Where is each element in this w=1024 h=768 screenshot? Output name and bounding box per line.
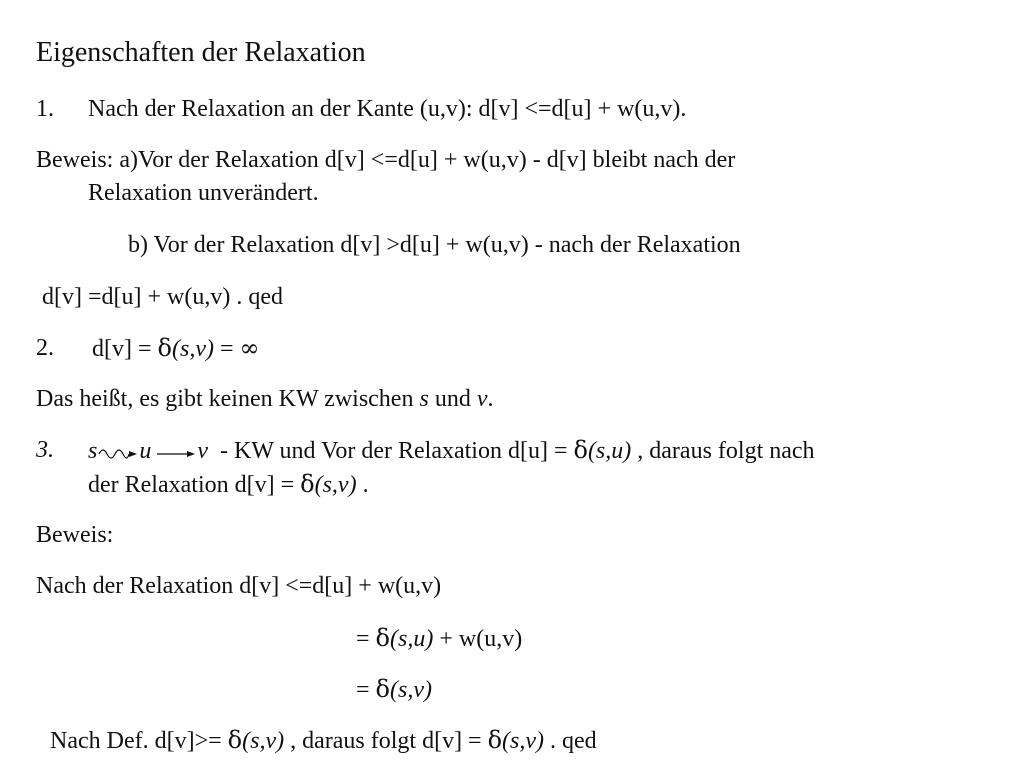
item-3-line-2: der Relaxation d[v] = δ(s,v) . bbox=[88, 470, 369, 499]
item-3-line-2-suffix: . bbox=[356, 472, 369, 498]
item-2-eq: = bbox=[213, 336, 240, 362]
conclusion-delta-1: δ bbox=[227, 726, 243, 754]
derivation-line-2-args: (s,u) bbox=[390, 626, 434, 652]
proof-a-line-2: Relaxation unverändert. bbox=[88, 180, 319, 206]
delta-symbol: δ bbox=[157, 334, 172, 362]
item-2-explain-und: und bbox=[428, 386, 477, 412]
item-3-v: v bbox=[197, 438, 208, 464]
infinity-symbol: ∞ bbox=[239, 334, 260, 362]
item-2-formula: d[v] = δ(s,v) = ∞ bbox=[92, 334, 260, 363]
conclusion-delta-2: δ bbox=[487, 726, 503, 754]
item-3-line-2-delta: δ bbox=[300, 470, 315, 498]
conclusion-suffix: . qed bbox=[544, 728, 597, 754]
derivation-line-2: = δ(s,u) + w(u,v) bbox=[356, 624, 522, 653]
item-3-line-1: s u v - KW und Vor der Relaxation d[u] = δ(… bbox=[88, 436, 815, 465]
item-3-args-su: (s,u) bbox=[587, 438, 632, 464]
item-2-explain-prefix: Das heißt, es gibt keinen KW zwischen bbox=[36, 386, 420, 412]
item-2-number: 2. bbox=[36, 335, 54, 361]
derivation-line-3-eq: = bbox=[356, 677, 376, 703]
item-3-args-sv: (s,v) bbox=[314, 472, 357, 498]
derivation-line-3-delta: δ bbox=[375, 675, 390, 703]
proof-b-text: b) Vor der Relaxation d[v] >d[u] + w(u,v… bbox=[128, 232, 741, 258]
derivation-line-2-delta: δ bbox=[375, 624, 390, 652]
item-2-explain-v: v bbox=[476, 386, 488, 412]
item-2-prefix: d[v] = bbox=[92, 336, 158, 362]
item-3-number: 3. bbox=[36, 437, 54, 463]
item-2-explain-period: . bbox=[487, 386, 494, 412]
derivation-line-1: Nach der Relaxation d[v] <=d[u] + w(u,v) bbox=[36, 573, 442, 599]
derivation-line-3: = δ(s,v) bbox=[356, 675, 432, 704]
conclusion-middle: , daraus folgt d[v] = bbox=[284, 728, 488, 754]
slide-title: Eigenschaften der Relaxation bbox=[36, 37, 366, 68]
item-2-args: (s,v) bbox=[171, 336, 214, 362]
item-3-line-2-prefix: der Relaxation d[v] = bbox=[88, 472, 301, 498]
conclusion-prefix: Nach Def. d[v]>= bbox=[50, 728, 228, 754]
proof-b-result: d[v] =d[u] + w(u,v) . qed bbox=[42, 284, 284, 310]
derivation-line-2-rest: + w(u,v) bbox=[433, 626, 523, 652]
item-3-u: u bbox=[139, 438, 152, 464]
item-1-number: 1. bbox=[36, 96, 54, 122]
item-3-text-2: , daraus folgt nach bbox=[631, 438, 815, 464]
conclusion-args-2: (s,v) bbox=[502, 728, 545, 754]
wavy-path-arrow-icon bbox=[98, 449, 138, 460]
item-2-explanation: Das heißt, es gibt keinen KW zwischen s … bbox=[36, 385, 493, 413]
derivation-line-2-eq: = bbox=[356, 626, 376, 652]
edge-arrow-icon bbox=[157, 451, 196, 458]
item-1-text: Nach der Relaxation an der Kante (u,v): … bbox=[88, 96, 687, 122]
item-3-delta: δ bbox=[573, 436, 588, 464]
conclusion-args-1: (s,v) bbox=[242, 728, 285, 754]
proof-label: Beweis: bbox=[36, 522, 114, 548]
item-2-explain-s: s bbox=[419, 386, 429, 412]
derivation-line-3-args: (s,v) bbox=[390, 677, 432, 703]
item-3-text-1: - KW und Vor der Relaxation d[u] = bbox=[220, 438, 574, 464]
conclusion-line: Nach Def. d[v]>= δ(s,v) , daraus folgt d… bbox=[50, 726, 597, 755]
item-3-s: s bbox=[88, 438, 98, 464]
proof-a-line-1: Beweis: a)Vor der Relaxation d[v] <=d[u]… bbox=[36, 147, 736, 173]
